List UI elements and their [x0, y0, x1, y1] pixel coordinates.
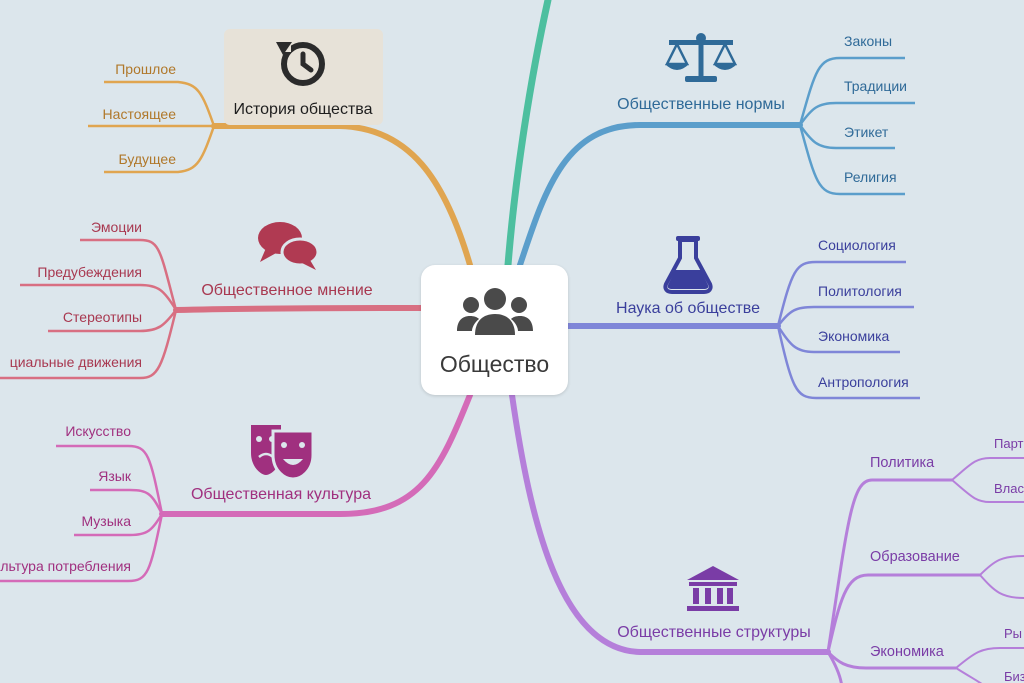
opinion-item-emotions: Эмоции — [91, 219, 142, 235]
opinion-sub-connector-3 — [48, 309, 177, 333]
opinion-title: Общественное мнение — [201, 282, 372, 299]
opinion-sub-connector-4 — [0, 309, 178, 380]
norms-item-religion: Религия — [844, 169, 897, 185]
flask-icon — [663, 236, 713, 294]
culture-item-consumption: льтура потребления — [0, 558, 131, 574]
economy-child-1: Ры — [1004, 626, 1022, 641]
culture-item-language: Язык — [98, 468, 132, 484]
science-sub-connector-3 — [776, 325, 900, 354]
norms-sub-connector-4 — [798, 124, 905, 196]
education-child-connector-2 — [979, 574, 1024, 599]
branch-science — [565, 260, 920, 400]
speech-bubbles-icon — [258, 222, 320, 270]
opinion-item-stereotypes: Стереотипы — [63, 309, 142, 325]
history-sub-connector-3 — [104, 125, 216, 174]
culture-item-art: Искусство — [65, 423, 131, 439]
economy-child-connector-2 — [955, 667, 983, 683]
opinion-item-movements: циальные движения — [10, 354, 142, 370]
history-title-overlay: История общества — [234, 37, 373, 118]
structures-sub-connector-4 — [826, 651, 843, 683]
history-clock-icon — [276, 37, 325, 86]
culture-sub-connector-1 — [56, 444, 164, 515]
economy-child-2: Биз — [1004, 669, 1024, 683]
center-title: Общество — [439, 351, 550, 377]
group-of-people-icon — [457, 288, 533, 335]
norms-item-laws: Законы — [844, 33, 892, 49]
history-connector — [211, 123, 473, 268]
politics-child-1: Парт — [994, 436, 1024, 451]
norms-item-etiquette: Этикет — [844, 124, 889, 140]
branch-culture — [0, 392, 473, 583]
branch-structures — [509, 392, 1024, 683]
culture-sub-connector-4 — [0, 513, 164, 583]
culture-item-music: Музыка — [81, 513, 131, 529]
science-item-sociology: Социология — [818, 237, 896, 253]
history-item-present: Настоящее — [103, 106, 177, 122]
scales-icon — [664, 33, 738, 82]
norms-sub-connector-3 — [798, 124, 895, 150]
structures-item-economy: Экономика — [870, 644, 945, 660]
history-sub-connector-1 — [104, 80, 216, 127]
culture-connector — [159, 392, 473, 517]
structures-item-politics: Политика — [870, 455, 935, 471]
structures-sub-connector-2 — [826, 573, 980, 653]
norms-sub-connector-1 — [798, 56, 905, 126]
opinion-connector — [173, 305, 424, 313]
economy-child-connector-1 — [955, 647, 1024, 669]
politics-child-2: Влас — [994, 481, 1024, 496]
culture-sub-connector-2 — [90, 488, 164, 515]
branch-opinion — [0, 238, 424, 380]
science-item-anthropology: Антропология — [818, 374, 909, 390]
politics-child-connector-1 — [951, 457, 1024, 481]
science-sub-connector-2 — [777, 305, 914, 327]
education-child-connector-1 — [979, 555, 1024, 576]
structures-title: Общественные структуры — [617, 624, 811, 641]
culture-sub-connector-3 — [74, 513, 164, 537]
history-item-past: Прошлое — [115, 61, 176, 77]
opinion-sub-connector-1 — [80, 238, 178, 311]
structures-connector — [509, 392, 831, 655]
science-sub-connector-1 — [776, 260, 906, 327]
institution-building-icon — [687, 566, 739, 611]
teal-branch-connector — [504, 0, 552, 269]
opinion-item-prejudices: Предубеждения — [37, 264, 142, 280]
branch-norms — [517, 56, 915, 268]
history-title: История общества — [234, 101, 373, 118]
theater-masks-icon — [251, 425, 315, 481]
norms-sub-connector-2 — [798, 101, 915, 126]
science-item-politology: Политология — [818, 283, 902, 299]
science-sub-connector-4 — [776, 325, 920, 400]
history-item-future: Будущее — [118, 151, 176, 167]
branch-history — [88, 80, 473, 268]
science-item-economics: Экономика — [818, 328, 890, 344]
culture-title: Общественная культура — [191, 486, 371, 503]
structures-item-education: Образование — [870, 549, 960, 565]
science-title: Наука об обществе — [616, 300, 760, 317]
center-node[interactable]: Общество — [421, 265, 568, 395]
norms-item-traditions: Традиции — [844, 78, 907, 94]
norms-connector — [517, 122, 803, 268]
opinion-sub-connector-2 — [20, 283, 178, 311]
norms-title: Общественные нормы — [617, 96, 785, 113]
structures-sub-connector-1 — [826, 478, 952, 653]
politics-child-connector-2 — [951, 479, 1024, 503]
